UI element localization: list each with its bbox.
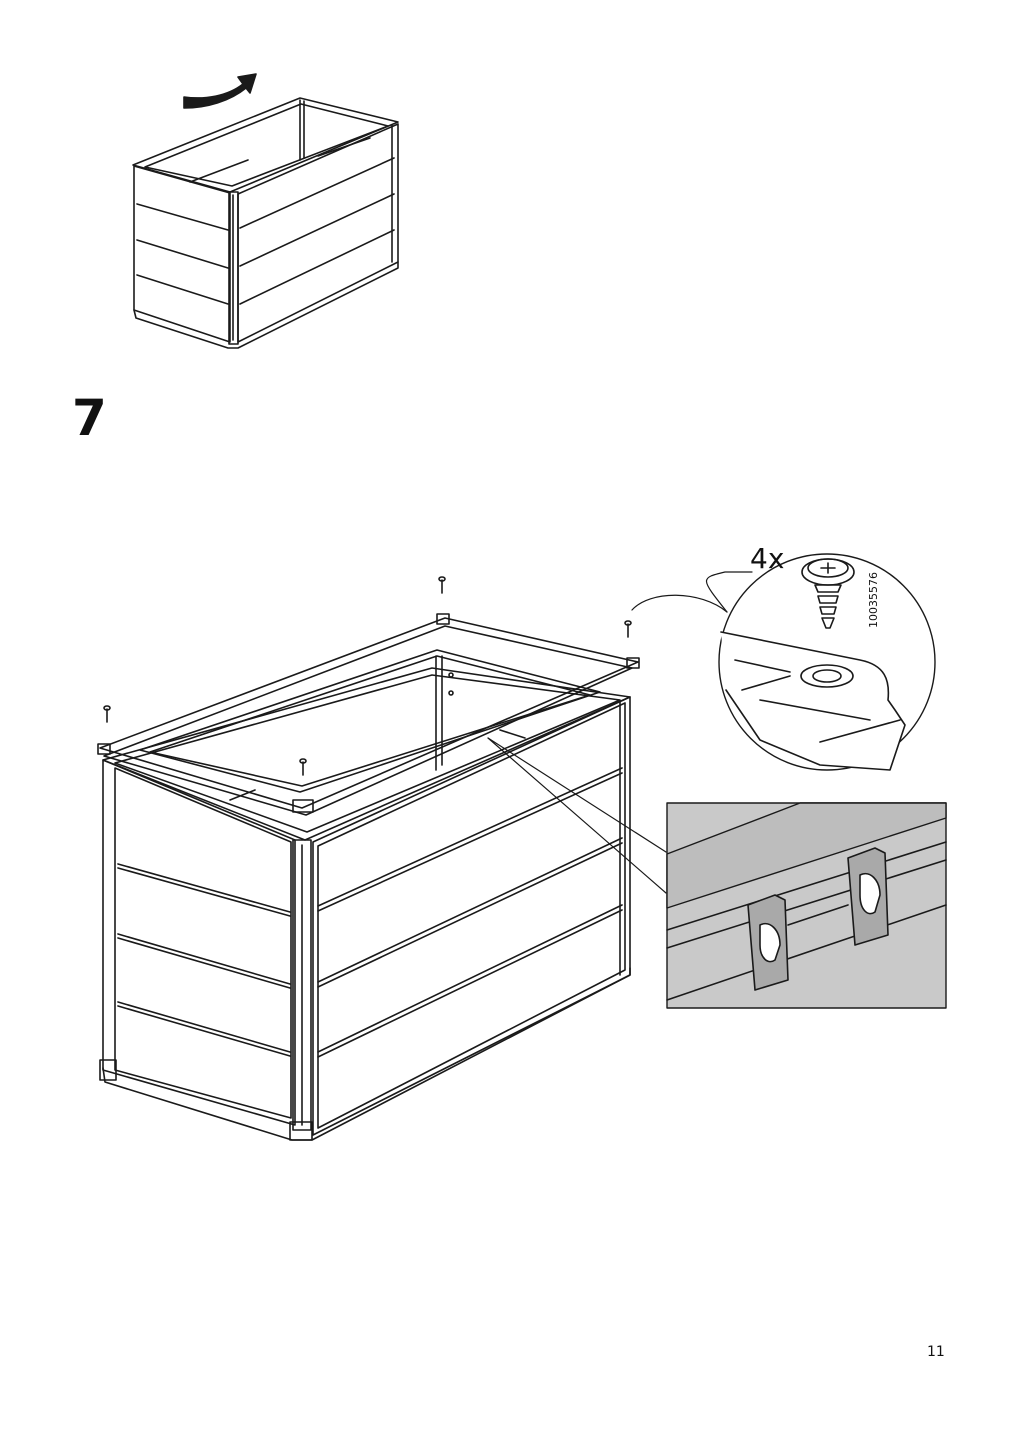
- page-number: 11: [927, 1344, 945, 1360]
- storage-box-illustration: [97, 576, 728, 1141]
- part-number-label: 10035576: [867, 572, 880, 628]
- quantity-label: 4x: [750, 542, 785, 575]
- hook-detail-callout: [666, 802, 947, 1009]
- step-number: 7: [72, 389, 107, 447]
- screw-icon: [103, 576, 632, 776]
- screw-detail-callout: [706, 553, 936, 771]
- screw-icon: [801, 558, 855, 629]
- rotation-arrow-icon: [183, 73, 257, 109]
- box-flipped-illustration: [132, 97, 399, 349]
